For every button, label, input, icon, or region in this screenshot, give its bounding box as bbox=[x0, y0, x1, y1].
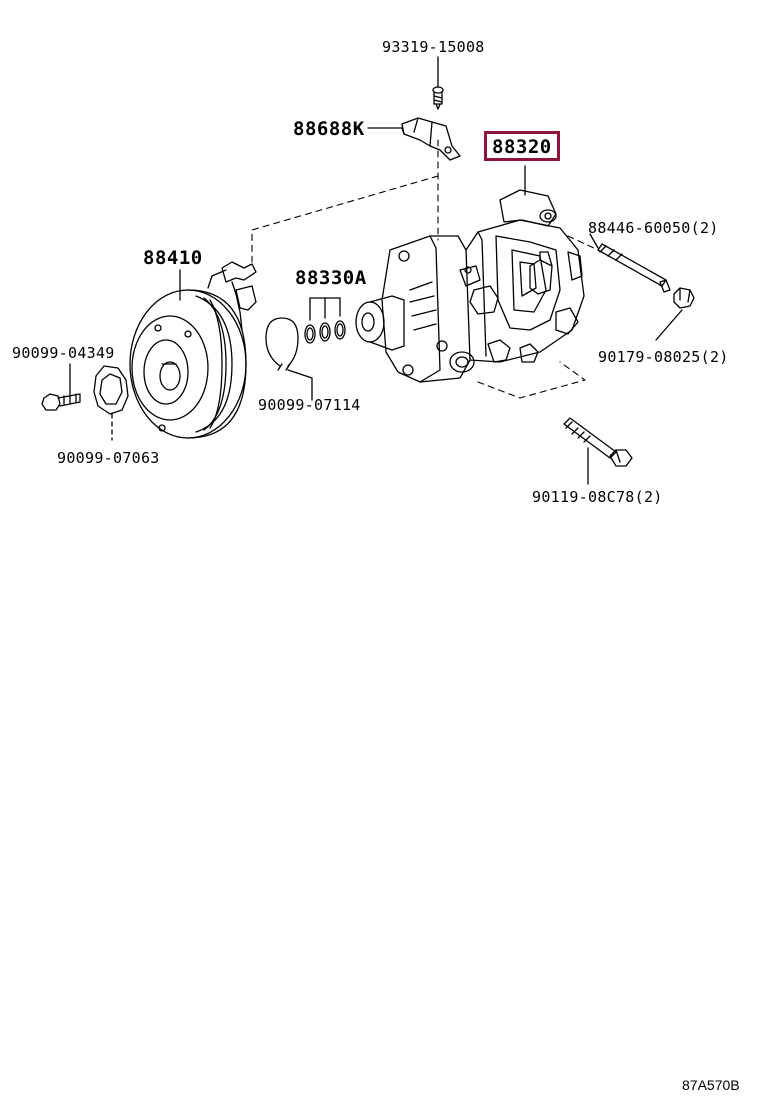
o-rings-88330a-drawing bbox=[304, 297, 346, 344]
part-label-88446-60050[interactable]: 88446-60050(2) bbox=[588, 219, 719, 237]
part-label-90099-04349[interactable]: 90099-04349 bbox=[12, 344, 115, 362]
compressor-88320-drawing bbox=[355, 189, 585, 383]
part-qty: (2) bbox=[634, 488, 663, 506]
part-number: 90179-08025 bbox=[598, 348, 701, 366]
part-label-88688k[interactable]: 88688K bbox=[293, 118, 365, 140]
part-label-90119-08c78[interactable]: 90119-08C78(2) bbox=[532, 488, 663, 506]
part-label-88330a[interactable]: 88330A bbox=[295, 267, 367, 289]
part-label-93319-15008[interactable]: 93319-15008 bbox=[382, 38, 485, 56]
bolt-88446-drawing bbox=[589, 233, 671, 293]
part-qty: (2) bbox=[700, 348, 729, 366]
bracket-88688k-drawing bbox=[367, 117, 461, 161]
bolt-90099-04349-drawing bbox=[41, 363, 81, 411]
plate-90099-07063-drawing bbox=[93, 365, 129, 441]
clutch-88410-drawing bbox=[129, 261, 257, 439]
part-number: 88446-60050 bbox=[588, 219, 691, 237]
part-number: 90119-08C78 bbox=[532, 488, 635, 506]
snap-ring-90099-07114-drawing bbox=[265, 317, 313, 401]
screw-93319-drawing bbox=[432, 56, 444, 110]
part-label-90179-08025[interactable]: 90179-08025(2) bbox=[598, 348, 729, 366]
part-label-88320-highlighted[interactable]: 88320 bbox=[484, 131, 560, 161]
dashed-guide-lines bbox=[251, 139, 599, 399]
bolt-90119-drawing bbox=[563, 417, 633, 485]
diagram-code: 87A570B bbox=[682, 1077, 740, 1093]
part-label-90099-07114[interactable]: 90099-07114 bbox=[258, 396, 361, 414]
part-label-88410[interactable]: 88410 bbox=[143, 247, 203, 269]
part-qty: (2) bbox=[690, 219, 719, 237]
part-label-90099-07063[interactable]: 90099-07063 bbox=[57, 449, 160, 467]
nut-90179-drawing bbox=[655, 287, 695, 341]
